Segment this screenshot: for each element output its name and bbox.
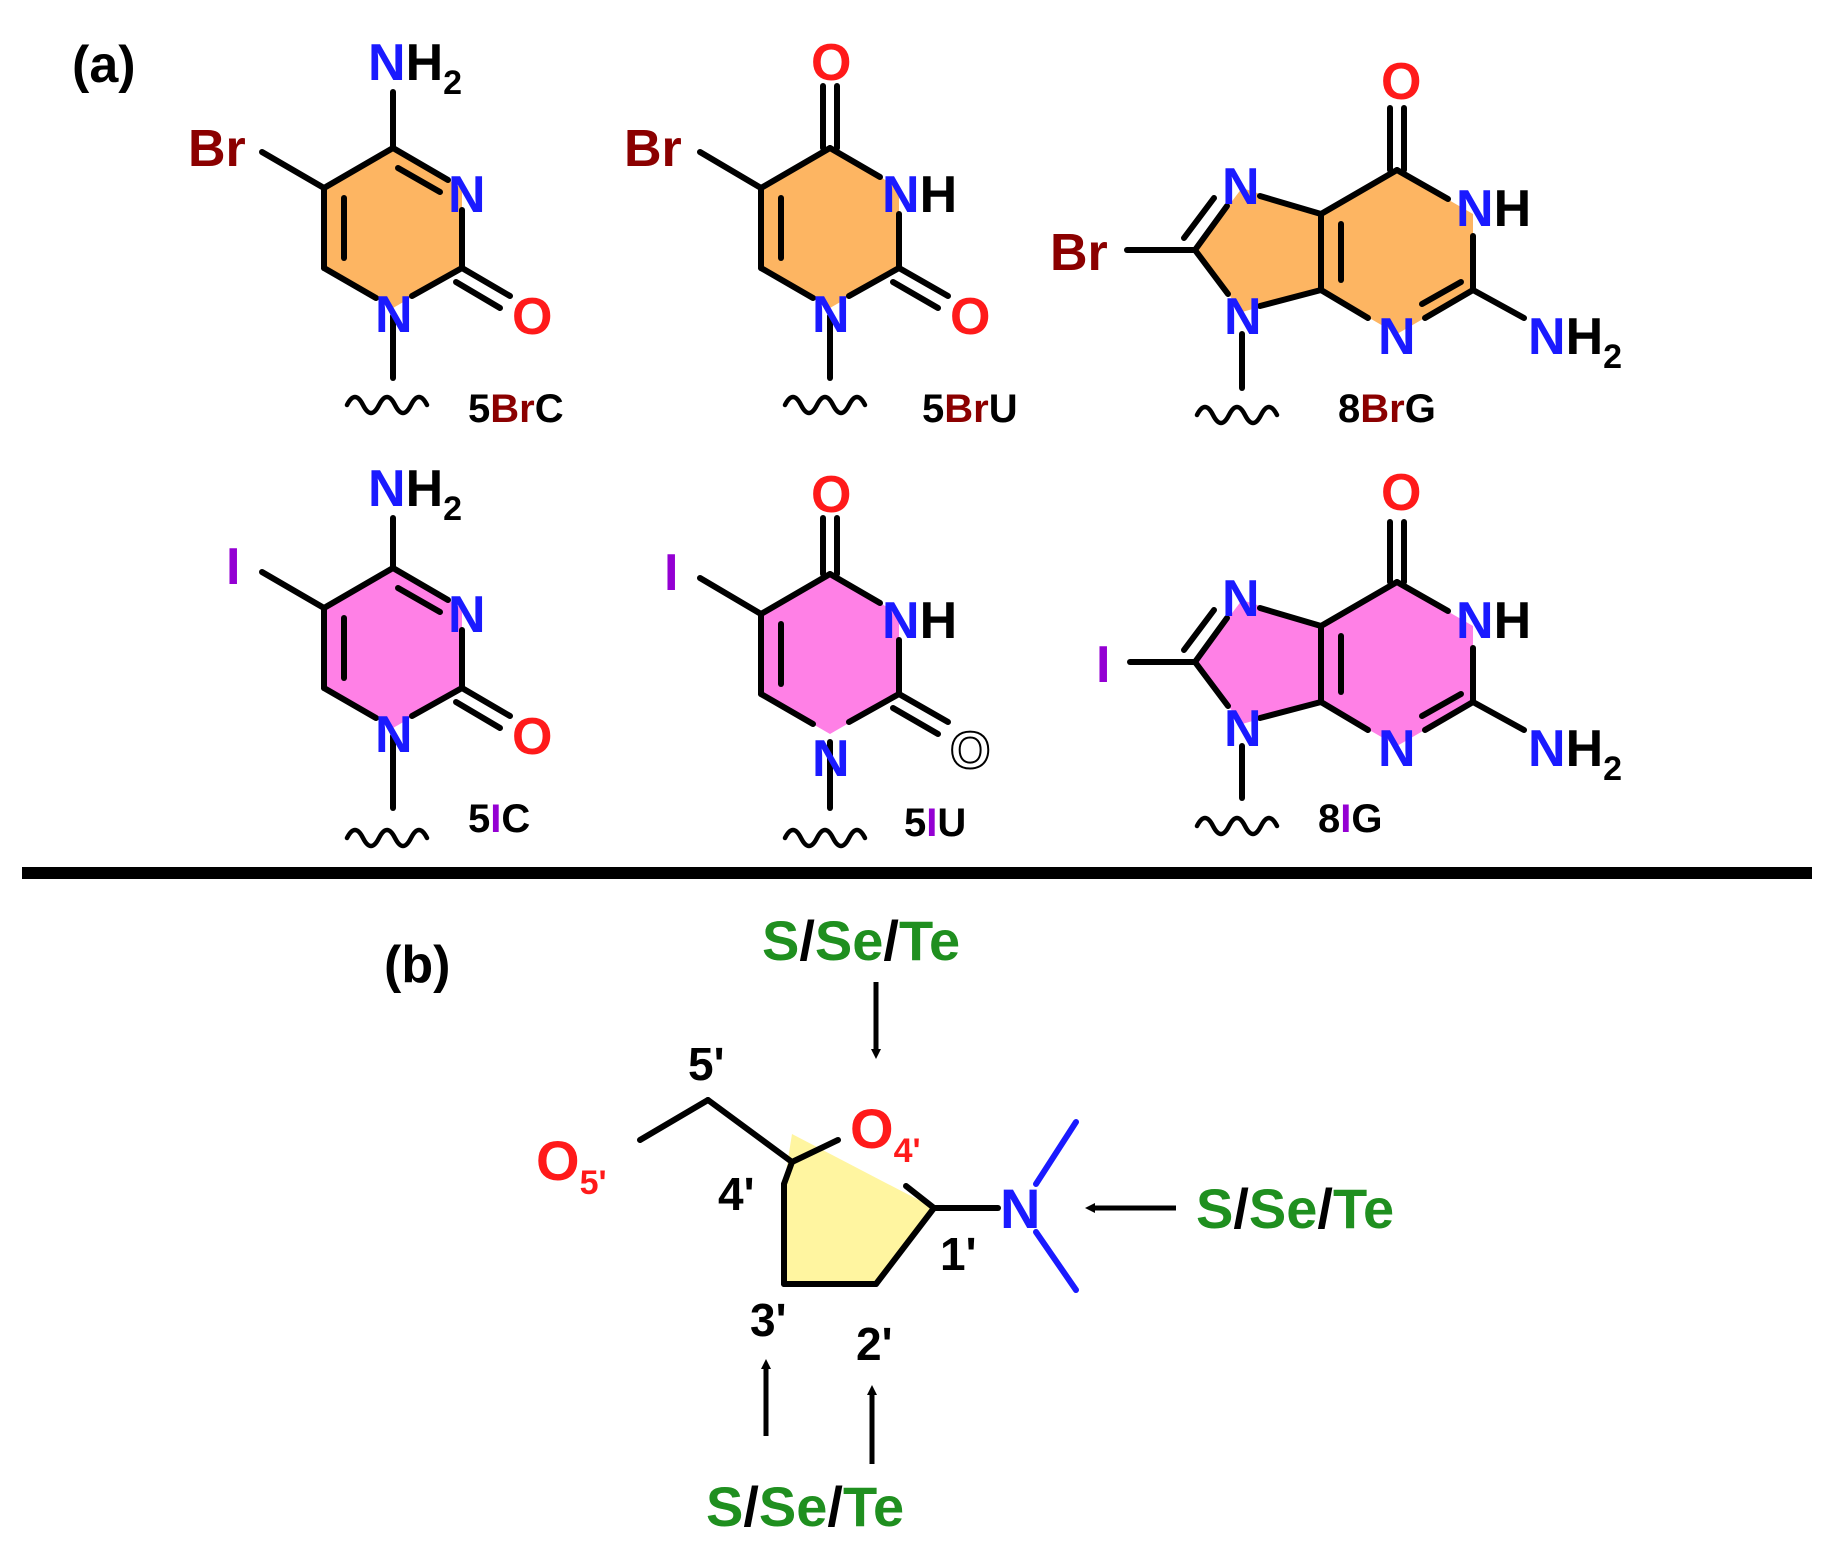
compound-name: 8BrG [1338, 387, 1436, 431]
atom-n: N [882, 166, 920, 224]
substituent-label-top: S/Se/Te [762, 909, 960, 972]
compound-8ig: O N NH N N NH2 I 8IG [1096, 464, 1622, 841]
atom-br: Br [1050, 224, 1108, 282]
atom-n: N [368, 460, 406, 518]
panel-a-label: (a) [72, 36, 136, 94]
atom-n: N [1528, 308, 1566, 366]
substituent-label-bottom: S/Se/Te [706, 1475, 904, 1538]
atom-n: N [448, 586, 486, 644]
atom-n: N [812, 286, 850, 344]
o5-atom: O [536, 1129, 580, 1192]
svg-text:NH: NH [1456, 180, 1531, 238]
atom-n: N [368, 34, 406, 92]
atom-n: N [1528, 720, 1566, 778]
atom-i: I [664, 544, 678, 602]
substituent-label-right: S/Se/Te [1196, 1177, 1394, 1240]
atom-o: O [811, 34, 851, 92]
compound-name: 5BrC [468, 387, 564, 431]
svg-text:NH: NH [1456, 592, 1531, 650]
atom-o: O [512, 708, 552, 766]
atom-n: N [1378, 720, 1416, 778]
compound-name: 8IG [1318, 797, 1383, 841]
atom-n: N [812, 730, 850, 788]
ring-fill [761, 574, 899, 734]
sugar-ring-fill [784, 1134, 934, 1284]
atom-o: O [950, 288, 990, 346]
ring-fill [1195, 582, 1473, 746]
atom-n: N [1378, 308, 1416, 366]
atom-o: O [811, 466, 851, 524]
atom-br: Br [624, 120, 682, 178]
compound-5ic: NH2 N N O I 5IC [226, 460, 552, 849]
o4-atom: O [850, 1097, 894, 1160]
n-atom: N [1000, 1177, 1040, 1240]
atom-i: I [226, 538, 240, 596]
compound-name: 5IU [904, 801, 966, 845]
atom-n: N [1222, 570, 1260, 628]
svg-text:O5': O5' [536, 1129, 607, 1202]
svg-text:NH2: NH2 [1528, 720, 1622, 788]
ring-fill [1195, 170, 1473, 334]
svg-text:NH2: NH2 [368, 460, 462, 528]
position-1: 1' [940, 1228, 977, 1280]
svg-text:NH: NH [882, 166, 957, 224]
compound-name: 5IC [468, 797, 530, 841]
compound-name: 5BrU [922, 387, 1018, 431]
svg-text:NH2: NH2 [1528, 308, 1622, 376]
position-3: 3' [750, 1294, 787, 1346]
sugar-ring [637, 1097, 1079, 1293]
atom-o: O [1381, 53, 1421, 111]
atom-n: N [375, 706, 413, 764]
atom-n: N [1456, 180, 1494, 238]
atom-n: N [882, 592, 920, 650]
atom-o: O [950, 722, 990, 780]
compound-5bru: O NH N O Br 5BrU [624, 34, 1018, 431]
atom-n: N [1224, 700, 1262, 758]
atom-n: N [448, 166, 486, 224]
atom-n: N [1456, 592, 1494, 650]
compound-8brg: O N NH N N NH2 Br 8BrG [1050, 53, 1622, 431]
atom-n: N [1224, 288, 1262, 346]
compound-5brc: NH2 N N O Br 5BrC [188, 34, 564, 431]
compound-5iu: O NH N O I 5IU [664, 466, 991, 849]
atom-i: I [1096, 636, 1110, 694]
atom-n: N [1222, 158, 1260, 216]
position-2: 2' [856, 1318, 893, 1370]
atom-o: O [1381, 464, 1421, 522]
panel-b-label: (b) [384, 936, 450, 994]
atom-o: O [512, 288, 552, 346]
position-4: 4' [718, 1168, 755, 1220]
atom-br: Br [188, 120, 246, 178]
ring-fill [761, 148, 899, 308]
svg-text:NH2: NH2 [368, 34, 462, 102]
svg-text:NH: NH [882, 592, 957, 650]
atom-n: N [375, 286, 413, 344]
position-5: 5' [688, 1038, 725, 1090]
svg-text:O4': O4' [850, 1097, 921, 1170]
